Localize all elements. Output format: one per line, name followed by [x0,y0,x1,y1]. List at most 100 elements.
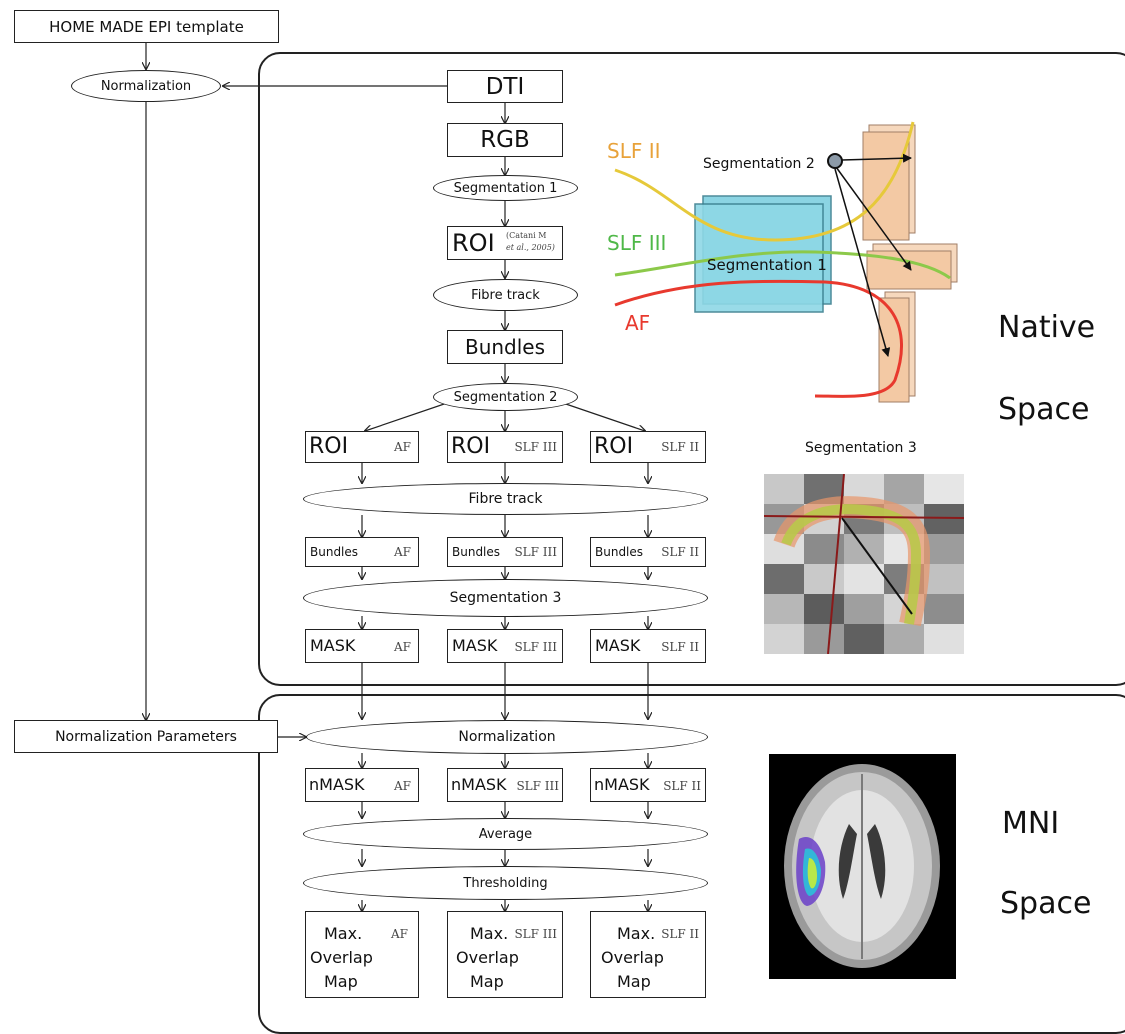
nmask-slf3-tract: SLF III [516,779,559,793]
segmentation1-cube [694,195,832,313]
normalization-parameters-box: Normalization Parameters [14,720,278,753]
segmentation2-illustration-label: Segmentation 2 [703,156,815,172]
segmentation1-illustration-label: Segmentation 1 [707,256,827,274]
mni-brain-image [769,754,956,979]
max-af-line2: Overlap [310,948,373,967]
bundles-slf2-box: Bundles SLF II [590,537,706,567]
epi-template-label: HOME MADE EPI template [49,17,244,36]
nmask-slf3-box: nMASK SLF III [447,768,563,802]
nmask-slf2-tract: SLF II [663,779,701,793]
mask-slf3-label: MASK [452,636,498,655]
roi-slf3-box: ROI SLF III [447,431,563,463]
mask-slf2-label: MASK [595,636,641,655]
mask-slf2-box: MASK SLF II [590,629,706,663]
mask-slf3-tract: SLF III [514,640,557,654]
roi-slf3-label: ROI [451,434,491,459]
bundles-slf3-label: Bundles [452,545,501,559]
slf3-tract-line [614,250,951,280]
average-ellipse: Average [303,818,708,850]
roi-slab-bottom [878,291,916,403]
bundles-main-box: Bundles [447,330,563,364]
max-overlap-slf3-box: Max. Overlap Map SLF III [447,911,563,998]
nmask-slf2-label: nMASK [594,775,650,794]
bundles-af-label: Bundles [310,545,359,559]
bundles-af-tract: AF [394,545,411,559]
max-slf3-line3: Map [470,972,504,991]
thresholding-ellipse: Thresholding [303,866,708,900]
normalization-left-ellipse: Normalization [71,70,221,102]
segmentation3-image [764,474,964,654]
roi-slab-middle [866,243,958,290]
roi-citation-line2: et al., 2005) [506,243,555,252]
native-space-label: Space [998,392,1090,427]
tract-segmentation-illustration: SLF II SLF III AF Segmentation 1 Segment… [607,121,958,403]
average-label: Average [478,826,533,842]
thresholding-label: Thresholding [463,875,548,891]
crosshair-horizontal [764,515,964,519]
ventricle-left [838,824,857,899]
segmentation3-ellipse: Segmentation 3 [303,579,708,617]
fibre-track-ellipse: Fibre track [433,279,578,311]
nmask-slf3-label: nMASK [451,775,507,794]
roi-af-box: ROI AF [305,431,419,463]
normalization-wide-label: Normalization [458,729,556,745]
max-overlap-af-box: Max. Overlap Map AF [305,911,419,998]
nmask-slf2-box: nMASK SLF II [590,768,706,802]
roi-main-label: ROI [452,229,495,257]
roi-af-tract: AF [394,440,411,454]
max-af-line1: Max. [324,924,363,943]
slf3-label: SLF III [607,231,666,255]
mask-slf2-tract: SLF II [661,640,699,654]
mask-slf3-box: MASK SLF III [447,629,563,663]
af-tract-line [614,279,903,398]
roi-slf2-tract: SLF II [661,440,699,454]
dti-box: DTI [447,70,563,103]
normalization-wide-ellipse: Normalization [306,720,708,754]
mask-af-label: MASK [310,636,356,655]
roi-slf2-box: ROI SLF II [590,431,706,463]
max-slf2-line3: Map [617,972,651,991]
segmentation1-label: Segmentation 1 [453,180,558,196]
segmentation2-ellipse: Segmentation 2 [433,383,578,411]
mni-space-label: Space [1000,886,1092,921]
roi-citation-line1: (Catani M [506,231,547,240]
fibre-track-label: Fibre track [471,287,540,303]
overlap-map-overlay [796,836,826,906]
roi-main-box: ROI (Catani M et al., 2005) [447,226,563,260]
nmask-af-label: nMASK [309,775,365,794]
bundles-main-label: Bundles [464,335,546,359]
crosshair-vertical [827,474,845,654]
native-space-panel [258,52,1125,686]
mask-af-box: MASK AF [305,629,419,663]
roi-slf3-tract: SLF III [514,440,557,454]
mask-af-tract: AF [394,640,411,654]
max-af-tract: AF [391,927,408,941]
segmentation1-ellipse: Segmentation 1 [433,175,578,201]
fibre-track-wide-ellipse: Fibre track [303,483,708,515]
max-slf3-tract: SLF III [514,927,557,941]
max-slf2-tract: SLF II [661,927,699,941]
ventricle-right [867,824,886,899]
segmentation2-label: Segmentation 2 [453,389,558,405]
max-slf3-line1: Max. [470,924,509,943]
roi-af-label: ROI [309,434,349,459]
dti-label: DTI [485,73,525,100]
max-slf3-line2: Overlap [456,948,519,967]
max-slf2-line2: Overlap [601,948,664,967]
nmask-af-box: nMASK AF [305,768,419,802]
bundles-slf3-tract: SLF III [514,545,557,559]
max-slf2-line1: Max. [617,924,656,943]
normalization-left-label: Normalization [100,78,192,94]
bundles-slf2-label: Bundles [595,545,644,559]
mni-label: MNI [1002,806,1060,841]
normalization-parameters-label: Normalization Parameters [55,728,237,745]
bundles-af-box: Bundles AF [305,537,419,567]
segmentation3-arrow [841,517,913,615]
segmentation2-point [827,153,843,169]
bundles-slf3-box: Bundles SLF III [447,537,563,567]
af-label: AF [625,311,650,335]
rgb-label: RGB [480,127,530,153]
slf2-label: SLF II [607,139,661,163]
bundles-slf2-tract: SLF II [661,545,699,559]
max-af-line3: Map [324,972,358,991]
